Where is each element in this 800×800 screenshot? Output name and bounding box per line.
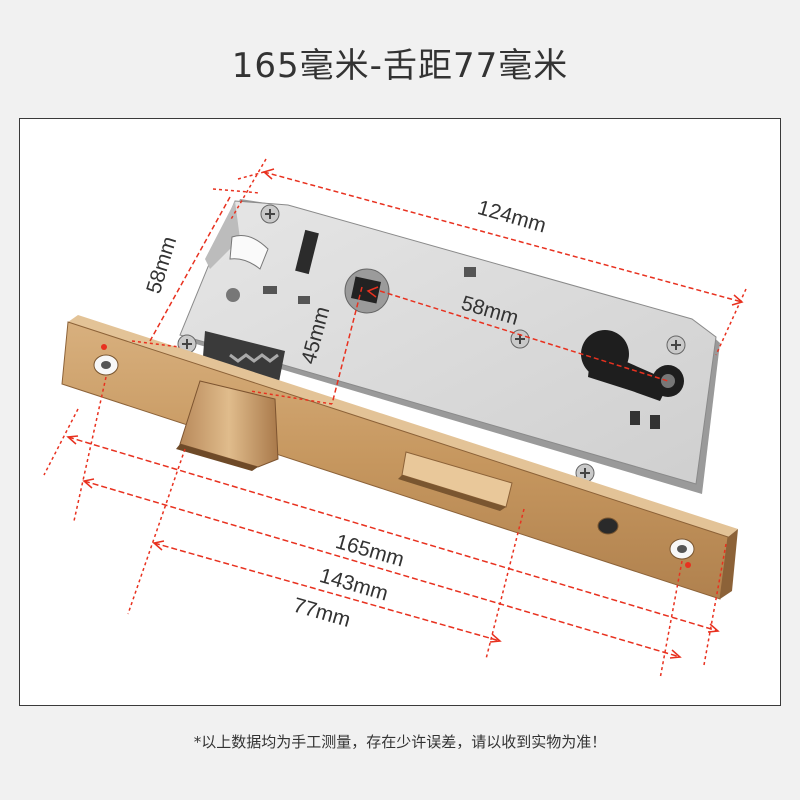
latch-bolt	[176, 380, 279, 471]
dim-label-case-height: 58mm	[142, 234, 181, 297]
dim-label-latch-to-cylinder: 77mm	[291, 594, 353, 632]
dim-label-case-width: 124mm	[475, 196, 549, 237]
screw-icon	[666, 335, 686, 355]
product-diagram-frame: 124mm 58mm 58mm 45mm 165mm 143mm 77mm	[19, 118, 781, 706]
screw-icon	[510, 329, 530, 349]
disclaimer-note: *以上数据均为手工测量，存在少许误差，请以收到实物为准！	[193, 733, 607, 751]
lock-body	[177, 199, 720, 494]
page-title: 165毫米-舌距77毫米	[231, 46, 569, 86]
screw-icon	[260, 204, 280, 224]
mortise-lock-diagram: 124mm 58mm 58mm 45mm 165mm 143mm 77mm	[43, 158, 747, 680]
dimension-lines	[43, 158, 747, 680]
screw-icon	[177, 334, 197, 354]
